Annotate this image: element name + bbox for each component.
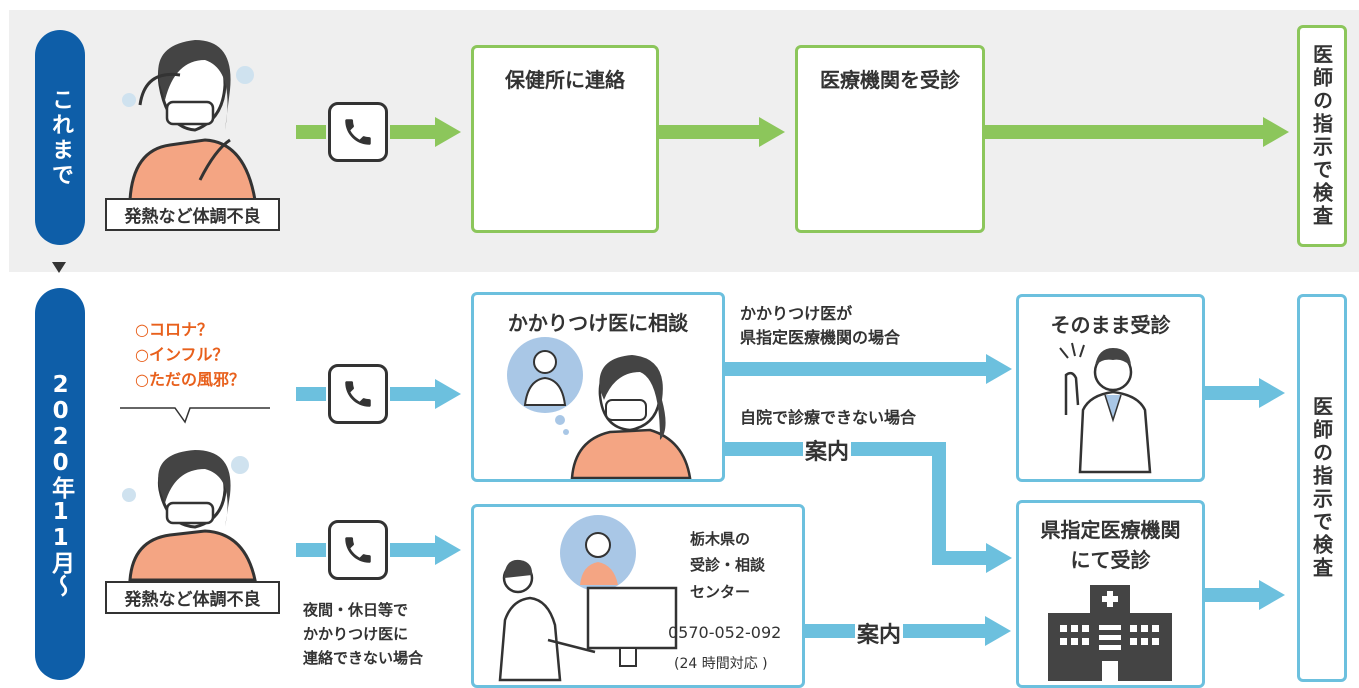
medical-institution-title: 医療機関を受診 bbox=[820, 68, 960, 92]
medical-institution-box: 医療機関を受診 bbox=[795, 45, 985, 233]
night-holiday-condition-label: 夜間・休日等で かかりつけ医に 連絡できない場合 bbox=[303, 598, 423, 670]
before-period-label: これまで bbox=[48, 87, 73, 188]
guide-label: 案内 bbox=[803, 434, 852, 466]
consulting-patient-illustration bbox=[507, 337, 692, 480]
worry-list: ○コロナ？ ○インフル？ ○ただの風邪？ bbox=[135, 318, 245, 392]
worry-item: ○インフル？ bbox=[135, 344, 229, 364]
direct-visit-title: そのまま受診 bbox=[1050, 313, 1171, 337]
worry-item: ○ただの風邪？ bbox=[135, 369, 245, 389]
family-doctor-consult-title: かかりつけ医に相談 bbox=[507, 311, 689, 335]
before-symptom-label: 発熱など体調不良 bbox=[105, 198, 280, 231]
before-result-box: 医師の指示で検査 bbox=[1297, 25, 1347, 247]
designated-title-line: 県指定医療機関 bbox=[1040, 518, 1181, 542]
down-triangle-icon bbox=[52, 262, 66, 273]
phone-icon-2 bbox=[328, 364, 388, 424]
health-center-title: 保健所に連絡 bbox=[505, 68, 625, 92]
health-center-sign: 保健所 bbox=[544, 116, 584, 131]
sick-person-illustration-2 bbox=[122, 450, 257, 582]
before-period-pill: これまで bbox=[35, 30, 85, 245]
doctor-illustration bbox=[1059, 342, 1152, 474]
night-condition-line: 夜間・休日等で bbox=[303, 601, 409, 619]
cannot-treat-condition-label: 自院で診療できない場合 bbox=[740, 408, 917, 427]
family-doctor-consult-box: かかりつけ医に相談 bbox=[471, 292, 725, 482]
hospital-building-icon-2 bbox=[1048, 585, 1172, 681]
worry-item: ○コロナ？ bbox=[135, 320, 213, 339]
night-condition-line: かかりつけ医に bbox=[303, 625, 409, 643]
phone-icon-3 bbox=[328, 520, 388, 580]
consultation-center-box bbox=[471, 504, 805, 688]
sick-person-illustration bbox=[122, 40, 257, 202]
before-result-label: 医師の指示で検査 bbox=[1309, 44, 1334, 228]
after-result-label: 医師の指示で検査 bbox=[1309, 396, 1334, 580]
designated-institution-title: 県指定医療機関 にて受診 bbox=[1019, 515, 1202, 575]
after-period-pill: 2020年11月〜 bbox=[35, 288, 85, 680]
after-result-box: 医師の指示で検査 bbox=[1297, 294, 1347, 682]
designated-title-line: にて受診 bbox=[1070, 548, 1151, 572]
center-name-line: 栃木県の bbox=[690, 530, 751, 548]
designated-condition-label: かかりつけ医が 県指定医療機関の場合 bbox=[740, 302, 900, 350]
center-name-line: センター bbox=[690, 582, 751, 601]
center-phone-number: 0570-052-092 bbox=[668, 623, 782, 642]
after-period-label: 2020年11月〜 bbox=[47, 371, 74, 597]
designated-condition-line: かかりつけ医が bbox=[740, 304, 853, 323]
phone-icon bbox=[328, 102, 388, 162]
consultation-center-name: 栃木県の 受診・相談 センター bbox=[690, 526, 765, 605]
night-condition-line: 連絡できない場合 bbox=[303, 649, 424, 667]
designated-condition-line: 県指定医療機関の場合 bbox=[740, 328, 901, 347]
call-center-operator-illustration bbox=[498, 515, 678, 682]
health-center-box: 保健所に連絡 bbox=[471, 45, 659, 233]
guide-label-2: 案内 bbox=[855, 617, 904, 649]
after-symptom-label: 発熱など体調不良 bbox=[105, 581, 280, 614]
center-hours: (24 時間対応 ) bbox=[674, 656, 768, 672]
center-name-line: 受診・相談 bbox=[690, 556, 766, 575]
direct-visit-box: そのまま受診 bbox=[1016, 294, 1205, 482]
designated-institution-box: 県指定医療機関 にて受診 bbox=[1016, 500, 1205, 688]
